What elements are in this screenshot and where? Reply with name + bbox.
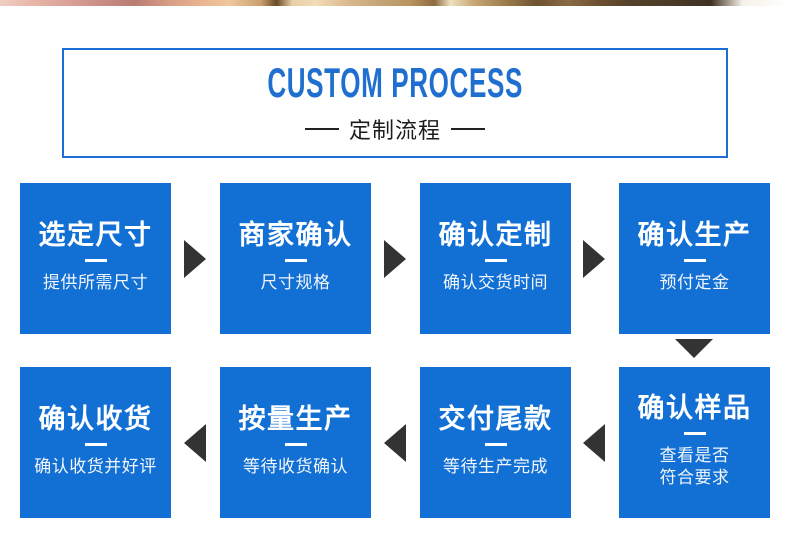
divider-dash-right [451, 127, 485, 130]
step-subtitle: 等待生产完成 [443, 456, 548, 476]
step-divider [284, 258, 307, 262]
process-step-1[interactable]: 选定尺寸 提供所需尺寸 [20, 183, 171, 334]
process-step-4[interactable]: 确认生产 预付定金 [619, 183, 770, 334]
step-title: 确认生产 [637, 219, 752, 250]
step-subtitle: 预付定金 [659, 272, 730, 292]
step-title: 商家确认 [238, 219, 353, 250]
step-subtitle: 等待收货确认 [243, 456, 348, 476]
header-banner: CUSTOM PROCESS 定制流程 [62, 48, 728, 158]
step-divider [683, 258, 706, 262]
arrow-right-icon [384, 240, 406, 278]
step-divider [484, 442, 507, 446]
step-subtitle: 提供所需尺寸 [43, 272, 148, 292]
process-step-8[interactable]: 确认收货 确认收货并好评 [20, 367, 171, 518]
process-step-3[interactable]: 确认定制 确认交货时间 [420, 183, 571, 334]
process-step-2[interactable]: 商家确认 尺寸规格 [220, 183, 371, 334]
step-divider [683, 431, 706, 435]
process-step-6[interactable]: 交付尾款 等待生产完成 [420, 367, 571, 518]
step-divider [284, 442, 307, 446]
arrow-left-icon [384, 424, 406, 462]
step-subtitle: 确认收货并好评 [34, 456, 157, 476]
arrow-right-icon [184, 240, 206, 278]
step-title: 按量生产 [238, 403, 353, 434]
step-title: 确认定制 [438, 219, 553, 250]
top-image-strip [0, 0, 790, 6]
arrow-right-icon [583, 240, 605, 278]
step-subtitle: 尺寸规格 [260, 272, 331, 292]
step-subtitle: 查看是否 符合要求 [659, 445, 730, 487]
step-subtitle: 确认交货时间 [443, 272, 548, 292]
header-subtitle-group: 定制流程 [304, 113, 485, 145]
page-title: CUSTOM PROCESS [267, 58, 523, 106]
step-divider [484, 258, 507, 262]
process-step-7[interactable]: 按量生产 等待收货确认 [220, 367, 371, 518]
step-title: 确认样品 [637, 392, 752, 423]
step-title: 交付尾款 [438, 403, 553, 434]
process-step-5[interactable]: 确认样品 查看是否 符合要求 [619, 367, 770, 518]
divider-dash-left [304, 127, 339, 130]
arrow-down-icon [675, 339, 713, 358]
page-subtitle: 定制流程 [348, 117, 441, 143]
arrow-left-icon [184, 424, 206, 462]
step-title: 选定尺寸 [38, 219, 153, 250]
arrow-left-icon [583, 424, 605, 462]
step-divider [84, 442, 107, 446]
step-divider [84, 258, 107, 262]
step-title: 确认收货 [38, 403, 153, 434]
